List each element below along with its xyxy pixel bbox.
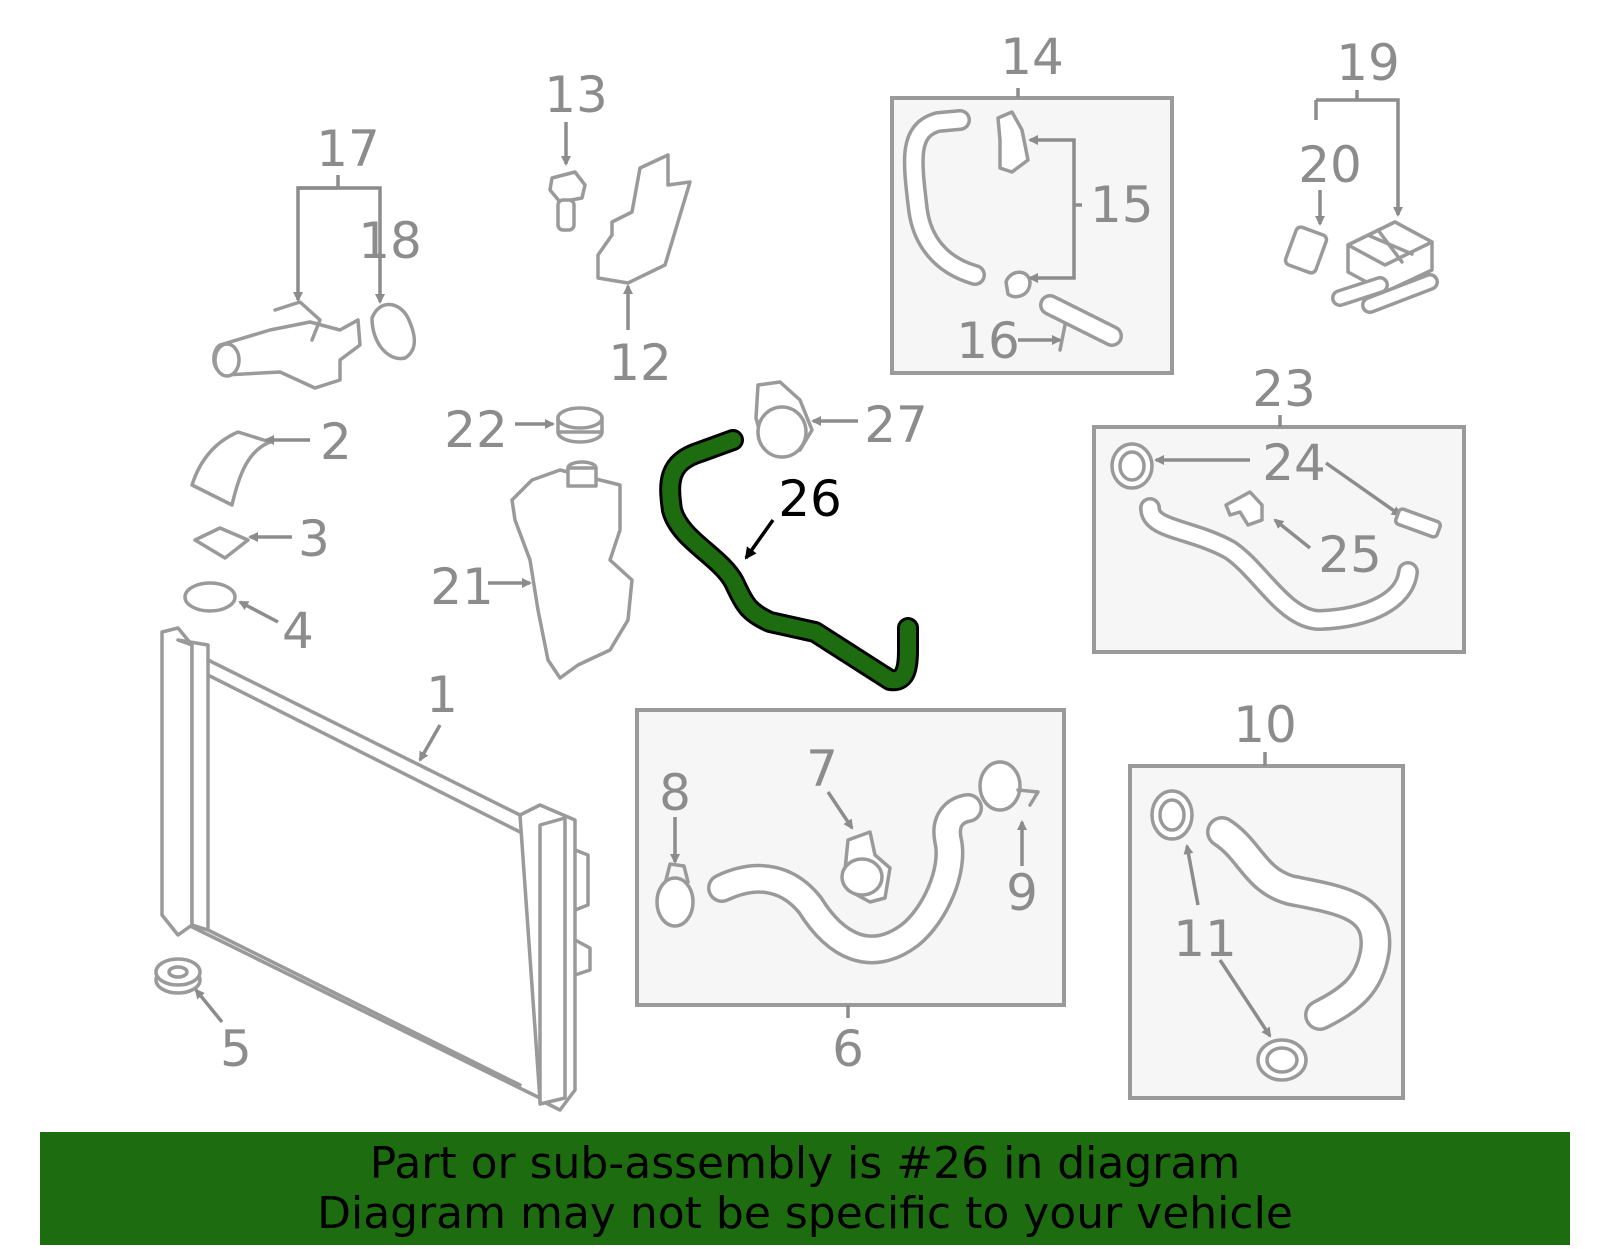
connector-16-part xyxy=(1039,294,1123,352)
clip-15b-part xyxy=(1004,270,1032,299)
callout-25: 25 xyxy=(1318,526,1382,584)
info-banner: Part or sub-assembly is #26 in diagram D… xyxy=(40,1132,1570,1245)
callout-6: 6 xyxy=(832,1020,864,1078)
clip-25-part xyxy=(1224,490,1264,527)
grommet-part xyxy=(154,957,202,995)
callout-26: 26 xyxy=(778,470,842,528)
reservoir-cap-part xyxy=(556,406,604,444)
banner-line-1: Part or sub-assembly is #26 in diagram xyxy=(369,1137,1241,1189)
leader-26 xyxy=(744,518,775,560)
callout-21: 21 xyxy=(430,558,494,616)
callout-19: 19 xyxy=(1336,34,1400,92)
thermostat-housing-part xyxy=(212,300,362,390)
gasket-20-part xyxy=(1283,225,1329,275)
clamp-24-part xyxy=(1110,442,1154,490)
callout-11: 11 xyxy=(1173,910,1237,968)
callout-20: 20 xyxy=(1298,136,1362,194)
leader-5 xyxy=(194,988,224,1024)
hose-23-part xyxy=(1139,497,1419,632)
coolant-reservoir-part xyxy=(510,460,634,680)
bolt-part xyxy=(548,170,587,232)
banner-line-2: Diagram may not be specific to your vehi… xyxy=(317,1187,1293,1239)
hose-6-part xyxy=(707,793,983,965)
callout-18: 18 xyxy=(358,212,422,270)
valve-19-part xyxy=(1331,220,1439,314)
callout-16: 16 xyxy=(956,312,1020,370)
callout-27: 27 xyxy=(864,396,928,454)
callout-7: 7 xyxy=(806,740,838,798)
callout-1: 1 xyxy=(426,666,458,724)
gasket-part xyxy=(193,526,250,560)
callout-2: 2 xyxy=(320,413,352,471)
elbow-hose-part xyxy=(190,430,272,507)
parts-diagram: 1 2 3 4 5 6 7 8 9 10 11 12 13 14 15 16 1… xyxy=(154,28,1466,1112)
callout-13: 13 xyxy=(544,66,608,124)
bracket-part xyxy=(596,153,692,285)
radiator-part xyxy=(160,626,592,1112)
callout-9: 9 xyxy=(1006,864,1038,922)
callout-22: 22 xyxy=(444,401,508,459)
leader-1 xyxy=(418,724,442,762)
gasket-18-part xyxy=(370,302,417,361)
callout-14: 14 xyxy=(1000,28,1064,86)
callout-17: 17 xyxy=(316,120,380,178)
hose-14-part xyxy=(902,109,986,286)
callout-8: 8 xyxy=(659,764,691,822)
hose-10-part xyxy=(1206,816,1392,1031)
callout-5: 5 xyxy=(220,1020,252,1078)
clamp-11a-part xyxy=(1150,789,1194,841)
callout-12: 12 xyxy=(608,334,672,392)
callout-24: 24 xyxy=(1262,434,1326,492)
callout-4: 4 xyxy=(282,602,314,660)
callout-15: 15 xyxy=(1090,176,1154,234)
clamp-9-part xyxy=(978,760,1040,812)
clip-24b-part xyxy=(1393,507,1443,539)
o-ring-part xyxy=(183,581,237,613)
hose-clamp-27-part xyxy=(754,380,814,459)
clamp-11b-part xyxy=(1256,1038,1308,1082)
callout-10: 10 xyxy=(1233,696,1297,754)
callout-3: 3 xyxy=(298,510,330,568)
clamp-8-part xyxy=(655,862,695,928)
sensor-7-part xyxy=(840,830,892,904)
callout-23: 23 xyxy=(1252,360,1316,418)
clip-15-part xyxy=(996,110,1030,174)
